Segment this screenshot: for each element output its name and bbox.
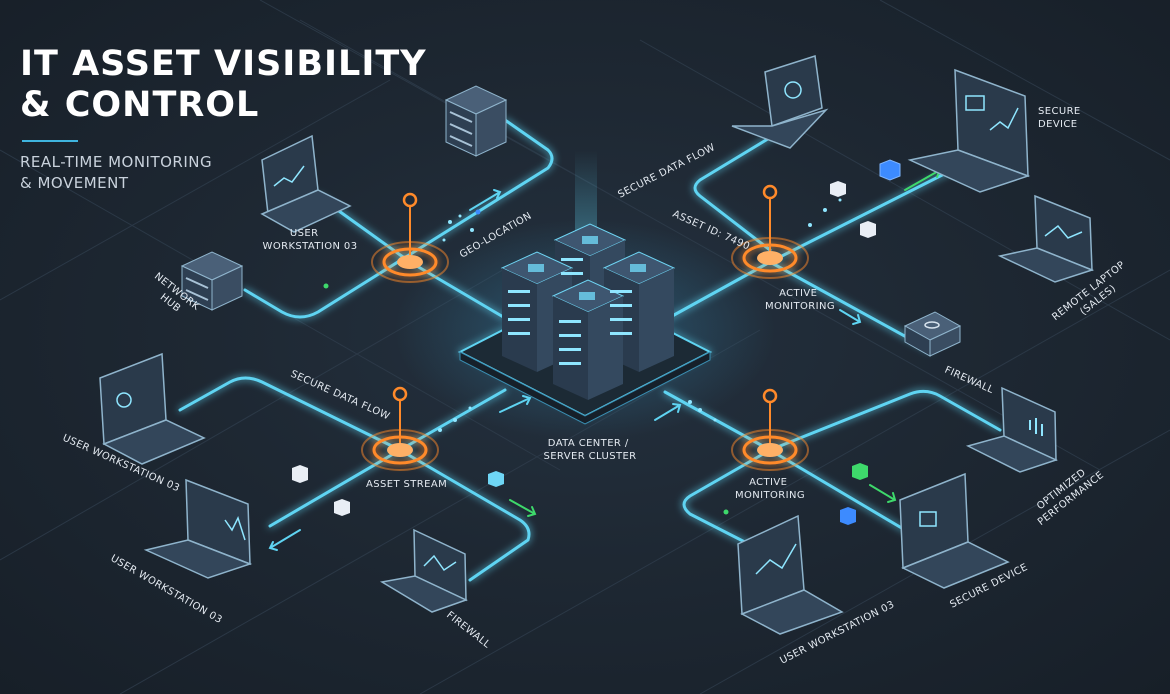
arrow-icon	[469, 189, 502, 211]
packet-icon	[292, 465, 308, 483]
server-tower	[551, 279, 625, 400]
laptop-bottom-workstation[interactable]	[737, 514, 844, 635]
laptop-remote-sales[interactable]	[997, 194, 1095, 283]
flow-line-bottom-firewall	[398, 448, 531, 582]
flow-line-top-right-device	[768, 164, 962, 264]
laptop-left-workstation[interactable]	[99, 352, 206, 465]
flow-line-top-right-laptop	[693, 132, 778, 252]
laptop-bottom-firewall[interactable]	[379, 528, 468, 613]
label-secure-data-flow-top: SECURE DATA FLOW	[616, 142, 717, 201]
label-firewall-right: FIREWALL	[943, 365, 995, 396]
label-firewall-bottom: FIREWALL	[444, 610, 492, 651]
packet-icon	[840, 507, 856, 525]
subtitle-line-1: REAL-TIME MONITORING	[20, 153, 213, 171]
flow-line-top-right-firewall	[768, 260, 932, 352]
flow-line-bottom-right-workstation	[682, 448, 782, 562]
flow-line-core-top-right	[663, 260, 772, 322]
label-active-monitoring-bottom: ACTIVE MONITORING	[735, 477, 805, 501]
arrow-icon	[869, 484, 897, 503]
flow-arrows	[268, 167, 942, 551]
packet-icon	[852, 463, 868, 480]
stream-dots	[323, 198, 842, 515]
hub-node-top-left[interactable]	[371, 192, 449, 283]
flow-line-bottom-right-secure	[768, 448, 907, 532]
arrow-icon	[654, 403, 682, 421]
packet-icon	[830, 181, 846, 197]
arrow-icon	[509, 499, 537, 517]
flow-line-left-workstation	[178, 376, 402, 452]
title-line-2: & CONTROL	[20, 85, 260, 125]
laptop-bottom-left-workstation[interactable]	[143, 478, 253, 579]
hub-node-bottom-left[interactable]	[361, 386, 439, 471]
label-secure-device-top: SECURE DEVICE	[1038, 106, 1084, 130]
firewall-right-device[interactable]	[903, 311, 962, 357]
data-packets	[292, 159, 901, 525]
arrow-icon	[839, 309, 862, 325]
network-hub-device[interactable]	[180, 251, 244, 311]
hub-node-top-right[interactable]	[731, 184, 809, 279]
flow-line-bottom-left-workstation	[268, 448, 402, 528]
arrow-icon	[268, 529, 301, 551]
packet-icon	[488, 471, 504, 487]
core-beam	[575, 150, 597, 240]
flow-line-right-performance	[768, 389, 1002, 452]
title-divider	[22, 140, 78, 142]
laptop-secure-device-top[interactable]	[907, 68, 1031, 193]
laptop-optimized-performance[interactable]	[965, 386, 1059, 473]
arrow-icon	[499, 395, 532, 413]
title-line-1: IT ASSET VISIBILITY	[20, 44, 427, 84]
packet-icon	[860, 221, 876, 238]
packet-icon	[879, 159, 901, 181]
label-data-center: DATA CENTER / SERVER CLUSTER	[543, 438, 636, 462]
label-active-monitoring-top: ACTIVE MONITORING	[765, 288, 835, 312]
laptops	[99, 55, 1095, 635]
laptop-top-left[interactable]	[260, 134, 352, 233]
hub-node-bottom-right[interactable]	[731, 388, 809, 471]
laptop-top-center[interactable]	[731, 55, 829, 149]
label-user-workstation-top: USER WORKSTATION 03	[263, 228, 358, 252]
laptop-secure-device-bottom[interactable]	[899, 472, 1010, 589]
hub-nodes	[361, 184, 809, 471]
label-optimized-performance: OPTIMIZED PERFORMANCE	[1028, 459, 1106, 527]
server-cluster[interactable]	[457, 223, 713, 425]
label-asset-stream: ASSET STREAM	[366, 479, 447, 490]
flow-line-top-left-hub	[243, 118, 554, 319]
title-block: IT ASSET VISIBILITY & CONTROL REAL-TIME …	[20, 44, 427, 194]
packet-icon	[334, 499, 350, 516]
server-lights	[508, 258, 632, 365]
rack-server-top[interactable]	[444, 85, 508, 157]
label-secure-data-flow-left: SECURE DATA FLOW	[289, 369, 392, 423]
subtitle-line-2: & MOVEMENT	[20, 174, 129, 192]
